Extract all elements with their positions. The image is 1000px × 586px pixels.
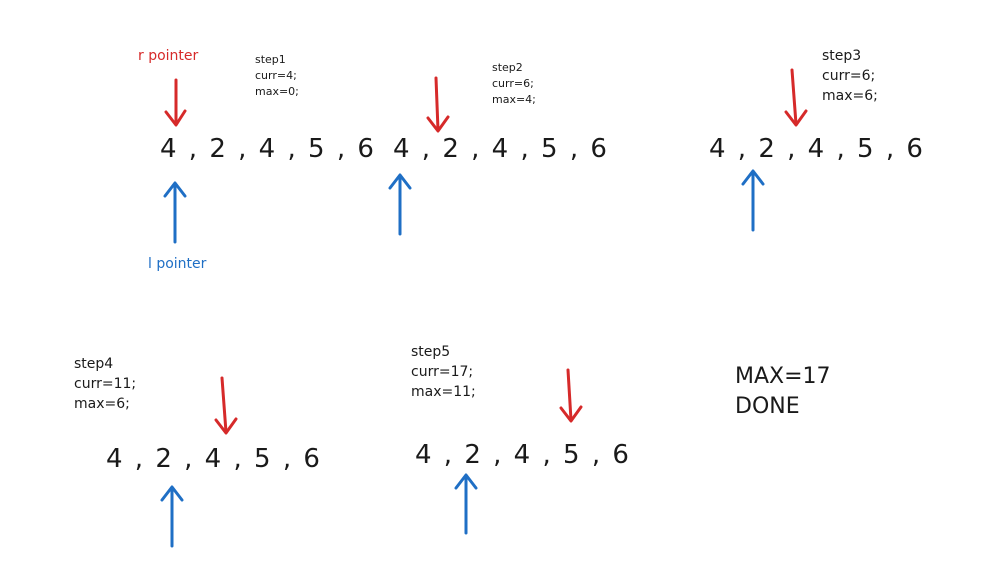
step-title: step4 <box>74 356 114 372</box>
step4-sequence: 4 , 2 , 4 , 5 , 6 <box>106 444 322 474</box>
step2-notes: step2 curr=6; max=4; <box>492 60 536 108</box>
step4-l-arrow <box>160 485 184 548</box>
r-pointer-label: r pointer <box>138 48 199 64</box>
curr-value: curr=6; <box>822 68 876 84</box>
step-title: step1 <box>255 53 286 66</box>
step2-sequence: 4 , 2 , 4 , 5 , 6 <box>393 134 609 164</box>
result-max: MAX=17 <box>735 364 831 389</box>
curr-value: curr=11; <box>74 376 137 392</box>
max-value: max=6; <box>74 396 130 412</box>
step3-sequence: 4 , 2 , 4 , 5 , 6 <box>709 134 925 164</box>
step3-l-arrow <box>741 169 765 232</box>
step-title: step2 <box>492 61 523 74</box>
l-pointer-label: l pointer <box>148 256 207 272</box>
step1-sequence: 4 , 2 , 4 , 5 , 6 <box>160 134 376 164</box>
step1-r-arrow <box>164 78 187 127</box>
result-status: DONE <box>735 394 800 419</box>
step4-notes: step4 curr=11; max=6; <box>74 354 136 414</box>
step5-l-arrow <box>454 473 478 535</box>
step5-notes: step5 curr=17; max=11; <box>411 342 476 402</box>
result-block: MAX=17 DONE <box>735 362 831 422</box>
step1-notes: step1 curr=4; max=0; <box>255 52 299 100</box>
curr-value: curr=4; <box>255 69 297 82</box>
curr-value: curr=6; <box>492 77 534 90</box>
max-value: max=4; <box>492 93 536 106</box>
step5-sequence: 4 , 2 , 4 , 5 , 6 <box>415 440 631 470</box>
step2-l-arrow <box>388 173 412 236</box>
curr-value: curr=17; <box>411 364 474 380</box>
step3-notes: step3 curr=6; max=6; <box>822 46 878 106</box>
step5-r-arrow <box>559 368 583 423</box>
step2-r-arrow <box>426 76 450 133</box>
step3-r-arrow <box>784 68 808 127</box>
max-value: max=11; <box>411 384 476 400</box>
step-title: step3 <box>822 48 862 64</box>
max-value: max=0; <box>255 85 299 98</box>
max-value: max=6; <box>822 88 878 104</box>
step1-l-arrow <box>163 181 187 244</box>
step4-r-arrow <box>214 376 238 435</box>
step-title: step5 <box>411 344 451 360</box>
